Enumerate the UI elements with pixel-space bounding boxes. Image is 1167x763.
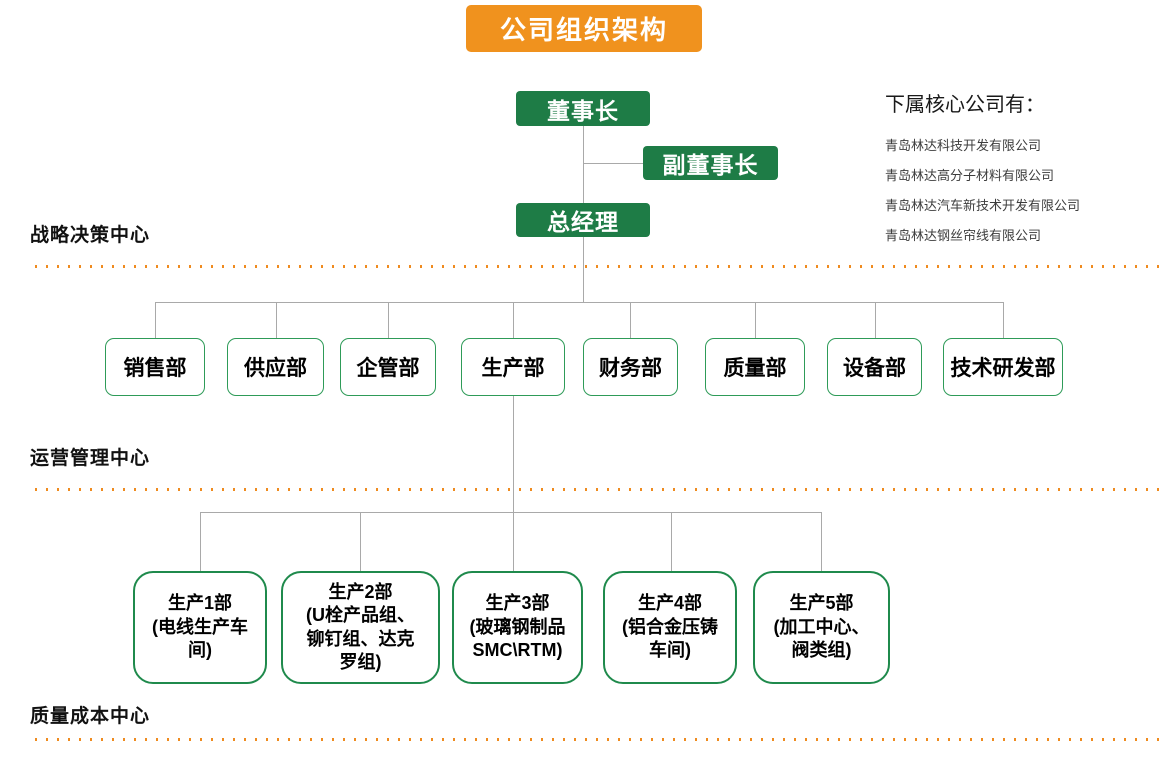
connector-line [513,512,514,571]
connector-line [200,512,201,571]
connector-line [513,396,514,512]
connector-line [155,302,1003,303]
dept-box-sales: 销售部 [105,338,205,396]
subsidiary-item: 青岛林达科技开发有限公司 [885,138,1042,153]
dept-box-equipment: 设备部 [827,338,922,396]
connector-line [200,512,822,513]
production-unit-3: 生产3部 (玻璃钢制品 SMC\RTM) [452,571,583,684]
connector-line [583,126,584,204]
connector-line [821,512,822,571]
subsidiary-item: 青岛林达高分子材料有限公司 [885,168,1055,183]
dept-box-quality: 质量部 [705,338,805,396]
subsidiaries-list: 下属核心公司有： 青岛林达科技开发有限公司 青岛林达高分子材料有限公司 青岛林达… [885,88,1165,251]
dotted-divider [35,738,1167,741]
dotted-divider [35,265,1167,268]
connector-line [583,163,643,164]
subsidiaries-header: 下属核心公司有： [885,94,1045,116]
section-label-operations: 运营管理中心 [30,448,151,469]
production-unit-5: 生产5部 (加工中心、 阀类组) [753,571,890,684]
dept-box-tech-rd: 技术研发部 [943,338,1063,396]
connector-line [388,302,389,338]
dotted-divider [35,488,1167,491]
connector-line [755,302,756,338]
production-unit-2: 生产2部 (U栓产品组、 铆钉组、达克 罗组) [281,571,440,684]
general-manager-node: 总经理 [516,203,650,237]
connector-line [583,237,584,302]
dept-box-finance: 财务部 [583,338,678,396]
connector-line [155,302,156,338]
section-label-strategy: 战略决策中心 [30,225,151,246]
section-label-quality: 质量成本中心 [30,706,151,727]
dept-box-production: 生产部 [461,338,565,396]
connector-line [360,512,361,571]
subsidiary-item: 青岛林达钢丝帘线有限公司 [885,228,1042,243]
dept-box-enterprise-mgmt: 企管部 [340,338,436,396]
subsidiary-item: 青岛林达汽车新技术开发有限公司 [885,198,1081,213]
dept-box-supply: 供应部 [227,338,324,396]
connector-line [1003,302,1004,338]
connector-line [671,512,672,571]
vice-chairman-node: 副董事长 [643,146,778,180]
connector-line [276,302,277,338]
production-unit-4: 生产4部 (铝合金压铸 车间) [603,571,737,684]
connector-line [513,302,514,338]
connector-line [875,302,876,338]
chairman-node: 董事长 [516,91,650,126]
page-title: 公司组织架构 [466,5,702,52]
connector-line [630,302,631,338]
production-unit-1: 生产1部 (电线生产车 间) [133,571,267,684]
